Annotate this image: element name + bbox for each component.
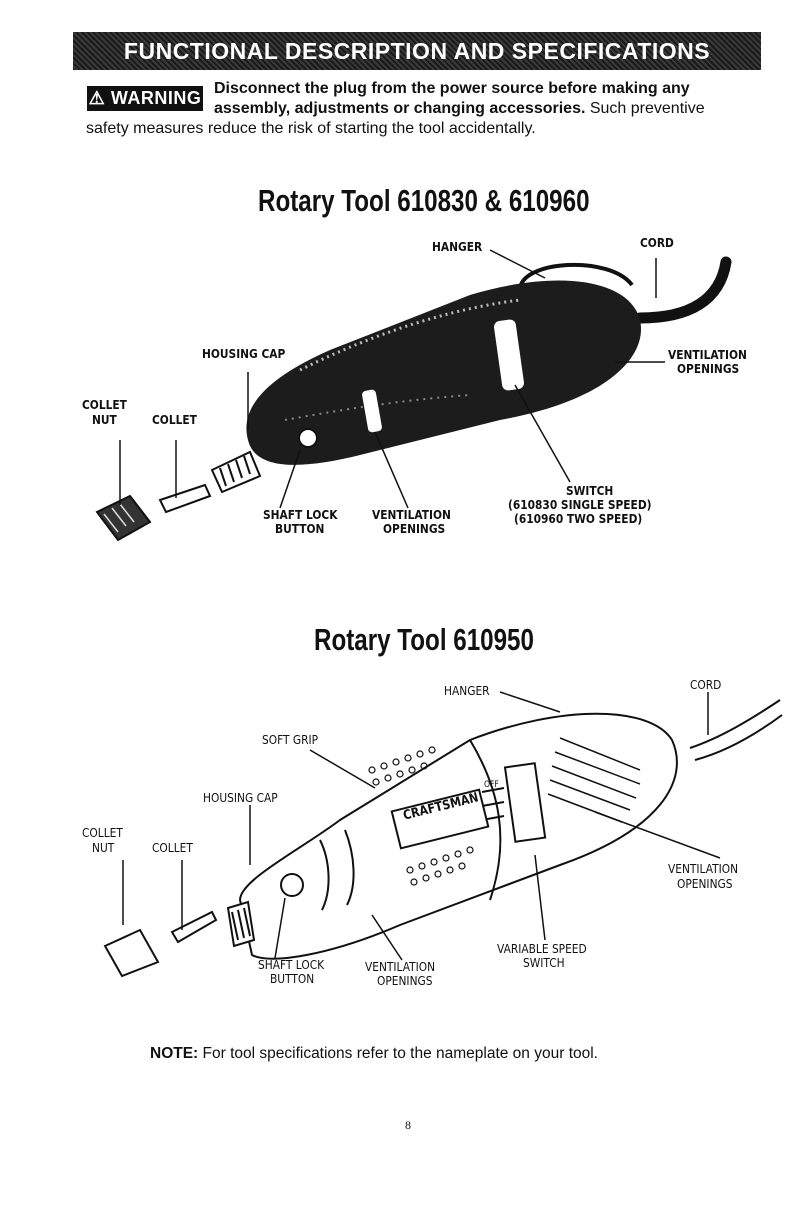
tool1-body [246, 280, 642, 465]
d2-label-collet-nut-1: COLLET [82, 825, 123, 840]
tool1-drawing [95, 249, 732, 542]
warning-text-rest: Such preventive [585, 100, 705, 117]
d1-label-switch-1: SWITCH [566, 483, 614, 498]
d1-label-ventilation-bottom-1: VENTILATION [372, 507, 451, 522]
d1-label-shaft-lock-1: SHAFT LOCK [263, 507, 338, 522]
d1-label-collet-nut-2: NUT [92, 412, 117, 427]
d2-label-housing-cap: HOUSING CAP [203, 790, 278, 805]
d2-label-ventilation-bottom-1: VENTILATION [365, 959, 436, 974]
section-banner: FUNCTIONAL DESCRIPTION AND SPECIFICATION… [73, 32, 761, 70]
tool2-body [238, 712, 678, 960]
warning-text-line2: assembly, adjustments or changing access… [214, 100, 705, 118]
tool1-body-highlight2 [284, 394, 471, 421]
tool1-hanger-loop [518, 262, 634, 291]
warning-text-bold: assembly, adjustments or changing access… [214, 100, 586, 117]
tool2-switch-off-label: OFF [484, 780, 499, 790]
d1-label-shaft-lock-2: BUTTON [275, 521, 325, 536]
d2-label-collet-nut-2: NUT [92, 840, 115, 855]
warning-triangle-icon: ⚠ [88, 88, 106, 108]
d2-label-hanger: HANGER [444, 683, 490, 698]
d2-label-ventilation-bottom-2: OPENINGS [377, 973, 433, 988]
d1-label-switch-3: (610960 TWO SPEED) [514, 511, 643, 526]
note-body: For tool specifications refer to the nam… [198, 1045, 598, 1062]
d2-label-ventilation-right-2: OPENINGS [677, 876, 733, 891]
d1-label-collet-nut-1: COLLET [82, 397, 127, 412]
tool1-switch-slot [494, 319, 524, 391]
d1-label-collet: COLLET [152, 412, 197, 427]
d2-label-collet: COLLET [152, 840, 193, 855]
d1-label-switch-2: (610830 SINGLE SPEED) [508, 497, 652, 512]
tool1-collet [158, 483, 212, 514]
d1-label-ventilation-bottom-2: OPENINGS [383, 521, 446, 536]
d2-label-cord: CORD [690, 677, 722, 692]
tool2-cord [689, 699, 781, 749]
d2-label-shaft-lock-2: BUTTON [270, 971, 315, 986]
d1-label-hanger: HANGER [432, 239, 483, 254]
d2-label-variable-speed-2: SWITCH [523, 955, 565, 970]
note-label: NOTE: [150, 1045, 199, 1062]
tool1-vent [362, 389, 382, 433]
warning-badge: ⚠ WARNING [87, 86, 203, 111]
tool2-collet-nut [103, 928, 160, 978]
d1-label-cord: CORD [640, 235, 674, 250]
d2-label-variable-speed-1: VARIABLE SPEED [497, 941, 587, 956]
d2-label-soft-grip: SOFT GRIP [262, 732, 319, 747]
tool2-vent [319, 839, 330, 911]
d2-label-shaft-lock-1: SHAFT LOCK [258, 957, 325, 972]
tool1-body-highlight [299, 298, 521, 372]
page-number: 8 [405, 1118, 411, 1132]
tool1-nose [210, 450, 262, 494]
diagram1-title: Rotary Tool 610830 & 610960 [258, 183, 590, 218]
d1-label-housing-cap: HOUSING CAP [202, 346, 286, 361]
tool1-shaft-lock [298, 428, 318, 448]
warning-text-line3: safety measures reduce the risk of start… [86, 120, 536, 137]
tool2-drawing [103, 691, 783, 978]
diagram2-title: Rotary Tool 610950 [314, 622, 534, 657]
tool1-cord [634, 256, 732, 324]
tool2-speed-switch [503, 762, 547, 843]
warning-text-line1: Disconnect the plug from the power sourc… [214, 80, 690, 97]
tool2-brand-panel [390, 788, 490, 850]
tool2-collet [170, 910, 218, 944]
d2-label-ventilation-right-1: VENTILATION [668, 861, 739, 876]
d1-label-ventilation-right-1: VENTILATION [668, 347, 747, 362]
d1-label-ventilation-right-2: OPENINGS [677, 361, 740, 376]
note-text: NOTE: For tool specifications refer to t… [150, 1045, 598, 1063]
tool2-shaft-lock [280, 873, 304, 897]
tool1-collet-nut [95, 494, 152, 542]
warning-badge-label: WARNING [110, 88, 202, 108]
